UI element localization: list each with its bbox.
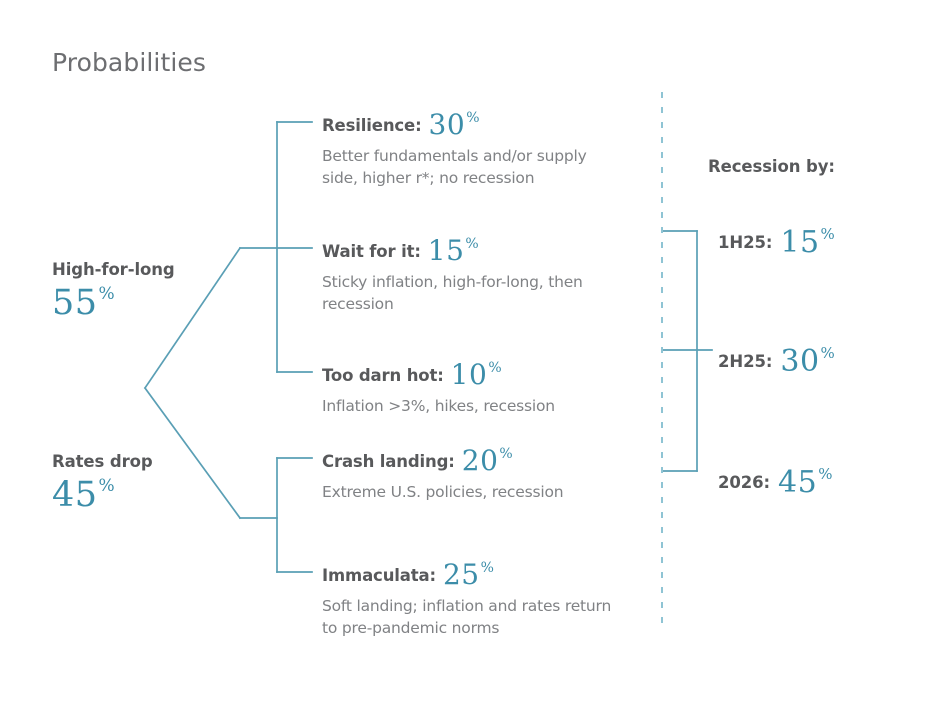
recession-panel-title: Recession by:: [708, 157, 835, 176]
fork-lower-line: [143, 386, 242, 520]
branch-head-too-darn-hot: Too darn hot: 10%: [322, 358, 642, 389]
root-node-high-for-long: High-for-long 55%: [52, 260, 175, 321]
branch-percent-too-darn-hot: %: [488, 359, 502, 376]
branch-name-too-darn-hot: Too darn hot:: [322, 366, 444, 385]
recession-row-1h25: 1H25: 15%: [718, 224, 835, 258]
recession-value-2h25: 30%: [780, 344, 835, 379]
branch-number-wait-for-it: 15: [427, 234, 465, 267]
branch-name-immaculata: Immaculata:: [322, 566, 436, 585]
branch-desc-wait-for-it: Sticky inflation, high-for-long, then re…: [322, 273, 583, 313]
branch-desc-too-darn-hot: Inflation >3%, hikes, recession: [322, 397, 555, 415]
recession-label-2026: 2026:: [718, 473, 771, 492]
root-number-high-for-long: 55: [52, 283, 98, 323]
branch-percent-crash-landing: %: [499, 445, 513, 462]
branch-number-crash-landing: 20: [461, 444, 499, 477]
root-percent-high-for-long: %: [98, 284, 115, 305]
recession-percent-2026: %: [818, 465, 833, 483]
branch-resilience: Resilience: 30% Better fundamentals and/o…: [322, 108, 642, 189]
branch-name-wait-for-it: Wait for it:: [322, 242, 421, 261]
branch-head-immaculata: Immaculata: 25%: [322, 558, 642, 589]
branch-value-wait-for-it: 15%: [427, 234, 479, 267]
root-node-rates-drop: Rates drop 45%: [52, 452, 153, 513]
branch-desc-crash-landing: Extreme U.S. policies, recession: [322, 483, 564, 501]
branch-too-darn-hot: Too darn hot: 10% Inflation >3%, hikes, r…: [322, 358, 642, 417]
branch-number-too-darn-hot: 10: [450, 358, 488, 391]
recession-label-1h25: 1H25:: [718, 233, 773, 252]
branch-percent-immaculata: %: [480, 559, 494, 576]
root-number-rates-drop: 45: [52, 475, 98, 515]
branch-value-resilience: 30%: [428, 108, 480, 141]
recession-row-2026: 2026: 45%: [718, 464, 832, 498]
branch-value-immaculata: 25%: [442, 558, 494, 591]
root-value-high-for-long: 55%: [52, 286, 175, 321]
recession-row-2h25: 2H25: 30%: [718, 343, 835, 377]
root-value-rates-drop: 45%: [52, 478, 153, 513]
branch-name-resilience: Resilience:: [322, 116, 422, 135]
recession-number-2026: 45: [778, 465, 818, 500]
branch-desc-resilience: Better fundamentals and/or supply side, …: [322, 147, 587, 187]
branch-value-crash-landing: 20%: [461, 444, 513, 477]
branch-number-resilience: 30: [428, 108, 466, 141]
recession-label-2h25: 2H25:: [718, 352, 773, 371]
recession-percent-2h25: %: [820, 344, 835, 362]
branch-wait-for-it: Wait for it: 15% Sticky inflation, high-f…: [322, 234, 642, 315]
branch-head-resilience: Resilience: 30%: [322, 108, 642, 139]
recession-number-1h25: 15: [780, 225, 820, 260]
root-label-rates-drop: Rates drop: [52, 452, 153, 471]
branch-crash-landing: Crash landing: 20% Extreme U.S. policies,…: [322, 444, 642, 503]
branch-percent-wait-for-it: %: [465, 235, 479, 252]
root-label-high-for-long: High-for-long: [52, 260, 175, 279]
recession-percent-1h25: %: [820, 225, 835, 243]
root-percent-rates-drop: %: [98, 476, 115, 497]
branch-immaculata: Immaculata: 25% Soft landing; inflation a…: [322, 558, 642, 639]
page-title: Probabilities: [52, 48, 207, 77]
branch-value-too-darn-hot: 10%: [450, 358, 502, 391]
recession-value-1h25: 15%: [780, 225, 835, 260]
branch-percent-resilience: %: [466, 109, 480, 126]
branch-head-wait-for-it: Wait for it: 15%: [322, 234, 642, 265]
branch-name-crash-landing: Crash landing:: [322, 452, 455, 471]
branch-desc-immaculata: Soft landing; inflation and rates return…: [322, 597, 612, 637]
branch-number-immaculata: 25: [442, 558, 480, 591]
branch-head-crash-landing: Crash landing: 20%: [322, 444, 642, 475]
recession-number-2h25: 30: [780, 344, 820, 379]
recession-value-2026: 45%: [778, 465, 833, 500]
